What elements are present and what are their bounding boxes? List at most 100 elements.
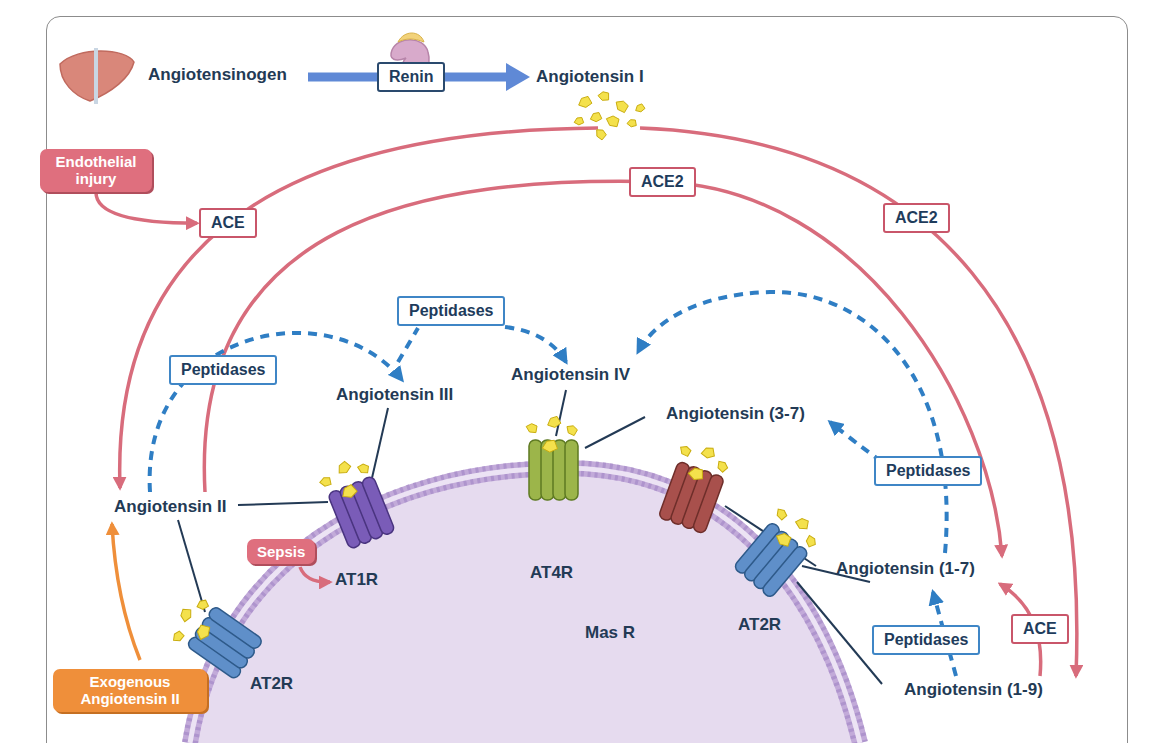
box-text: Renin [389, 68, 433, 86]
ligand [357, 463, 370, 476]
receptor-label: AT2R [250, 674, 293, 694]
molecule-label: Angiotensin II [114, 497, 226, 517]
box-text: Peptidases [181, 361, 265, 379]
ace2-arrow [204, 181, 1002, 556]
enzyme-box: ACE2 [883, 203, 950, 233]
molecule-label: Angiotensin (3-7) [666, 404, 805, 424]
ligand [794, 515, 811, 532]
ace2-arrow [640, 128, 1077, 676]
helix [207, 605, 264, 650]
box-text: Endothelial injury [50, 153, 142, 188]
box-text: Peptidases [884, 631, 968, 649]
ligand [194, 622, 212, 641]
membrane-core [190, 468, 860, 743]
peptidase-box: Peptidases [874, 456, 982, 486]
ligand [598, 92, 609, 101]
ligand [804, 535, 818, 549]
ligand [548, 416, 561, 427]
ligand [774, 530, 793, 549]
ligand [171, 630, 184, 644]
ace-arrow [120, 128, 598, 488]
box-text: Exogenous Angiotensin II [63, 673, 197, 708]
ligand [597, 130, 607, 140]
molecule-label: Angiotensin IV [511, 365, 630, 385]
enzyme-box: ACE [199, 208, 257, 238]
cell-interior [190, 468, 860, 743]
box-text: ACE2 [641, 173, 684, 191]
receptor-symbol [526, 416, 578, 500]
helix [565, 440, 578, 500]
ligand [196, 598, 210, 612]
ligand [590, 113, 601, 122]
ligand [526, 424, 537, 433]
receptors [165, 416, 824, 682]
peptidase-arrow [505, 327, 566, 362]
receptor-label: AT4R [530, 563, 573, 583]
binding-line [797, 582, 882, 684]
peptidase-arrow [638, 292, 947, 553]
binding-line [238, 502, 328, 505]
receptor-symbol [731, 501, 824, 598]
connector-arrow [96, 193, 197, 224]
box-text: ACE [1023, 620, 1057, 638]
ligand [336, 460, 352, 475]
ligand [616, 101, 628, 112]
box-text: Peptidases [886, 462, 970, 480]
binding-line [585, 417, 645, 448]
ligand [319, 476, 332, 488]
ligand [701, 445, 717, 460]
receptor-symbol [316, 454, 395, 551]
ligand [178, 606, 195, 623]
molecule-label: Angiotensin I [536, 67, 644, 87]
cell-membrane [190, 468, 860, 743]
helix [761, 544, 810, 598]
molecule-label: Angiotensin III [336, 385, 453, 405]
ligand [716, 461, 729, 474]
molecule-label: Angiotensin (1-9) [904, 680, 1043, 700]
helix [361, 475, 396, 536]
peptidase-arrows [150, 292, 956, 676]
ligand [542, 440, 557, 452]
receptor-label: AT1R [335, 570, 378, 590]
ligand [687, 466, 705, 482]
ligand [774, 507, 788, 521]
peptidase-box: Peptidases [397, 296, 505, 326]
liver-vessel [94, 48, 98, 104]
enzyme-box: ACE2 [629, 167, 696, 197]
exogenous-arrow [112, 524, 140, 660]
peptidase-box: Peptidases [169, 355, 277, 385]
ligand [579, 96, 592, 107]
condition-box: Sepsis [247, 539, 315, 564]
binding-line [178, 520, 205, 612]
membrane-lipids [190, 468, 860, 743]
condition-box: Endothelial injury [40, 149, 152, 192]
ligand [606, 116, 619, 127]
sepsis-arrow [300, 567, 330, 582]
receptor-symbol [655, 438, 732, 534]
peptidase-arrow [150, 333, 402, 492]
box-text: Sepsis [257, 543, 305, 560]
box-text: Peptidases [409, 302, 493, 320]
box-text: ACE [211, 214, 245, 232]
ligand [627, 120, 636, 127]
binding-line [556, 390, 566, 436]
peptidase-arrow [398, 328, 418, 362]
renin-arrowhead [506, 63, 530, 91]
enzyme-box: Renin [377, 62, 445, 92]
binding-line [372, 408, 388, 478]
treatment-box: Exogenous Angiotensin II [53, 669, 207, 712]
helix [692, 473, 725, 534]
ligand [574, 118, 584, 125]
box-text: ACE2 [895, 209, 938, 227]
peptidase-box: Peptidases [872, 625, 980, 655]
ligand [340, 483, 359, 500]
receptor-label: AT2R [738, 615, 781, 635]
molecule-label: Angiotensinogen [148, 65, 287, 85]
helix [529, 440, 542, 500]
enzyme-box: ACE [1011, 614, 1069, 644]
ligand [567, 426, 577, 436]
ligands [574, 92, 645, 140]
receptor-label: Mas R [585, 623, 635, 643]
molecule-label: Angiotensin (1-7) [836, 559, 975, 579]
